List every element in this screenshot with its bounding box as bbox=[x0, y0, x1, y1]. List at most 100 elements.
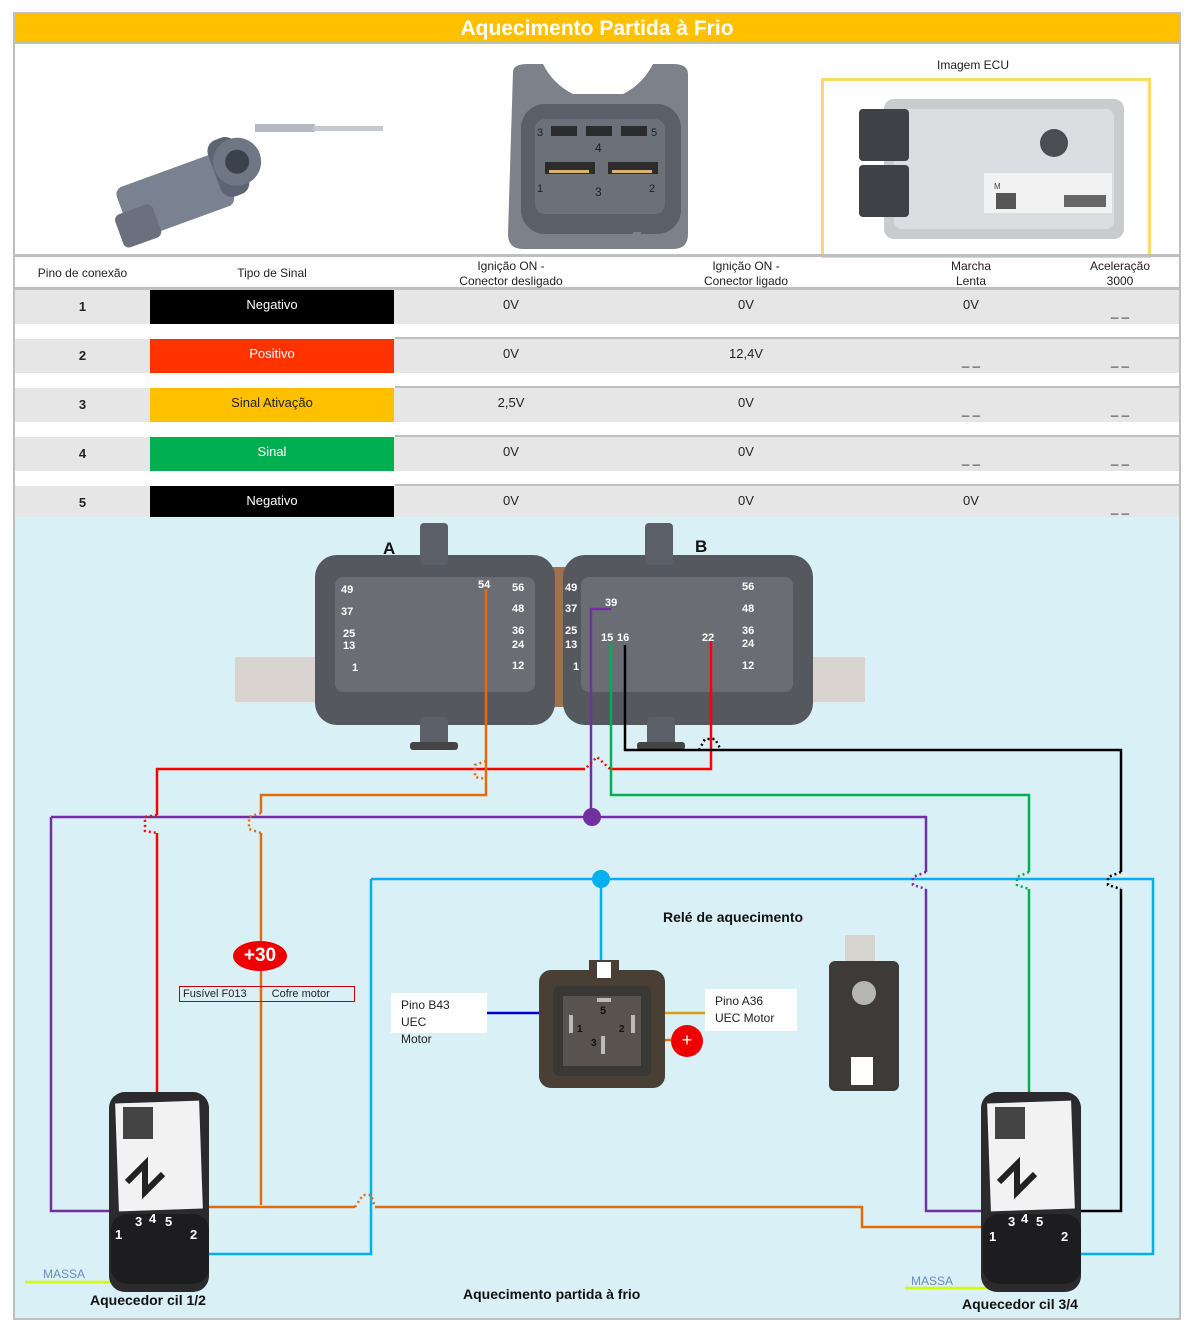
heater-right-pin-5: 5 bbox=[1036, 1214, 1044, 1229]
pin-b-22: 22 bbox=[702, 632, 715, 644]
row-divider bbox=[395, 484, 1179, 486]
relay-image: 5 1 2 3 bbox=[539, 960, 665, 1088]
separator bbox=[15, 254, 1179, 257]
header-line: 3000 bbox=[1106, 273, 1134, 288]
note-pin-a36: Pino A36 UEC Motor bbox=[705, 989, 797, 1031]
ecu-image: M bbox=[859, 99, 1124, 239]
pin-a-36: 36 bbox=[512, 625, 525, 637]
ecu-image-caption: Imagem ECU bbox=[936, 58, 1010, 72]
massa-label-right: MASSA bbox=[911, 1274, 954, 1288]
heater-left-pin-4: 4 bbox=[149, 1211, 157, 1226]
pin-b-39: 39 bbox=[605, 597, 618, 609]
connector-pin-label: 4 bbox=[595, 141, 602, 155]
pin-b-48: 48 bbox=[742, 603, 755, 615]
pin-a-24: 24 bbox=[512, 639, 525, 651]
measurement-table: Pino de conexão Tipo de Sinal Ignição ON… bbox=[15, 257, 1179, 535]
hop-black-cyan bbox=[1106, 870, 1122, 891]
note-line: Pino A36 bbox=[715, 994, 764, 1008]
wire-orange-a54 bbox=[259, 589, 488, 813]
heater-right-pin-3: 3 bbox=[1008, 1214, 1016, 1229]
wire-green-b15 bbox=[609, 643, 1031, 872]
header-line: Ignição ON - bbox=[712, 258, 780, 273]
ecu-image-frame: M bbox=[821, 78, 1151, 258]
cell-idle: _ _ bbox=[961, 451, 981, 466]
positive-terminal: + bbox=[671, 1025, 703, 1057]
wire-purple-b39 bbox=[589, 607, 611, 817]
heater-left-image bbox=[109, 1092, 209, 1292]
hop-red-purple bbox=[584, 755, 611, 770]
cell-accel: _ _ bbox=[1110, 500, 1130, 515]
relay-side-image bbox=[829, 935, 899, 1091]
cell-idle: 0V bbox=[963, 493, 979, 508]
relay-title: Relé de aquecimento bbox=[663, 909, 804, 925]
connector-image: 3 4 5 1 3 2 bbox=[508, 64, 688, 249]
cell-ign-on: 0V bbox=[738, 297, 754, 312]
header-line: Marcha bbox=[950, 258, 991, 273]
cell-signal-type: Negativo bbox=[150, 486, 394, 520]
pin-b-24: 24 bbox=[742, 638, 755, 650]
page-frame: Aquecimento Partida à Frio 3 4 5 bbox=[13, 12, 1181, 1320]
pin-b-1: 1 bbox=[573, 661, 580, 673]
relay-pin-2: 2 bbox=[619, 1024, 625, 1035]
wire-orange-long bbox=[375, 1205, 1005, 1229]
pin-a-54: 54 bbox=[478, 579, 491, 591]
heater-left-pin-3: 3 bbox=[135, 1214, 143, 1229]
header-signal: Tipo de Sinal bbox=[237, 266, 307, 280]
cell-pin: 5 bbox=[78, 495, 87, 510]
pin-a-1: 1 bbox=[352, 662, 359, 674]
header-line: Conector desligado bbox=[459, 273, 563, 288]
connector-b-label: B bbox=[695, 537, 708, 556]
pin-b-13: 13 bbox=[565, 639, 578, 651]
cell-ign-on: 0V bbox=[738, 444, 754, 459]
pin-b-49: 49 bbox=[565, 582, 578, 594]
pin-a-48: 48 bbox=[512, 603, 525, 615]
cell-ign-on: 12,4V bbox=[729, 346, 763, 361]
pin-a-56: 56 bbox=[512, 582, 525, 594]
pin-b-25: 25 bbox=[565, 625, 578, 637]
wire-red-main bbox=[155, 767, 585, 815]
cell-pin: 3 bbox=[78, 397, 87, 412]
cell-ign-off: 0V bbox=[503, 346, 519, 361]
cell-ign-on: 0V bbox=[738, 395, 754, 410]
header-line: Conector ligado bbox=[703, 273, 789, 288]
row-divider bbox=[395, 435, 1179, 437]
page-title: Aquecimento Partida à Frio bbox=[15, 14, 1179, 44]
note-line: UEC Motor bbox=[715, 1011, 775, 1025]
junction-purple bbox=[583, 808, 601, 826]
cell-idle: _ _ bbox=[961, 353, 981, 368]
pin-b-12: 12 bbox=[742, 660, 755, 672]
heater-right-pin-4: 4 bbox=[1021, 1211, 1029, 1226]
images-row: 3 4 5 1 3 2 Imagem ECU M bbox=[15, 44, 1179, 258]
heater-right-label: Aquecedor cil 3/4 bbox=[962, 1296, 1078, 1312]
massa-label-left: MASSA bbox=[43, 1267, 86, 1281]
heater-left-label: Aquecedor cil 1/2 bbox=[90, 1292, 206, 1308]
pin-b-56: 56 bbox=[742, 581, 755, 593]
heater-right-pin-1: 1 bbox=[989, 1229, 997, 1244]
cell-ign-off: 0V bbox=[503, 297, 519, 312]
table-header: Pino de conexão Tipo de Sinal Ignição ON… bbox=[15, 257, 1179, 290]
pin-b-37: 37 bbox=[565, 603, 578, 615]
svg-text:M: M bbox=[994, 182, 1001, 191]
note-line: Pino B43 UEC bbox=[401, 998, 450, 1029]
heater-left-pin-2: 2 bbox=[190, 1227, 198, 1242]
header-line: Ignição ON - bbox=[477, 258, 545, 273]
pin-a-12: 12 bbox=[512, 660, 525, 672]
header-accel: Aceleração 3000 bbox=[1065, 257, 1175, 290]
connector-pin-label: 5 bbox=[651, 127, 657, 139]
wire-red-b22 bbox=[610, 641, 713, 771]
connector-a-label: A bbox=[383, 539, 396, 558]
heater-left-pin-1: 1 bbox=[115, 1227, 123, 1242]
fuse-label: Fusível F013 bbox=[183, 988, 247, 1000]
cell-signal-type: Sinal Ativação bbox=[150, 388, 394, 422]
wire-black-b16 bbox=[623, 645, 1123, 872]
pin-b-16: 16 bbox=[617, 632, 630, 644]
heater-right-image bbox=[981, 1092, 1081, 1292]
wire-purple-main bbox=[51, 815, 928, 872]
connector-pin-label: 1 bbox=[537, 183, 543, 195]
hop-purple-cyan bbox=[911, 870, 927, 891]
pin-a-37: 37 bbox=[341, 606, 354, 618]
note-pin-b43: Pino B43 UEC Motor bbox=[391, 993, 487, 1046]
